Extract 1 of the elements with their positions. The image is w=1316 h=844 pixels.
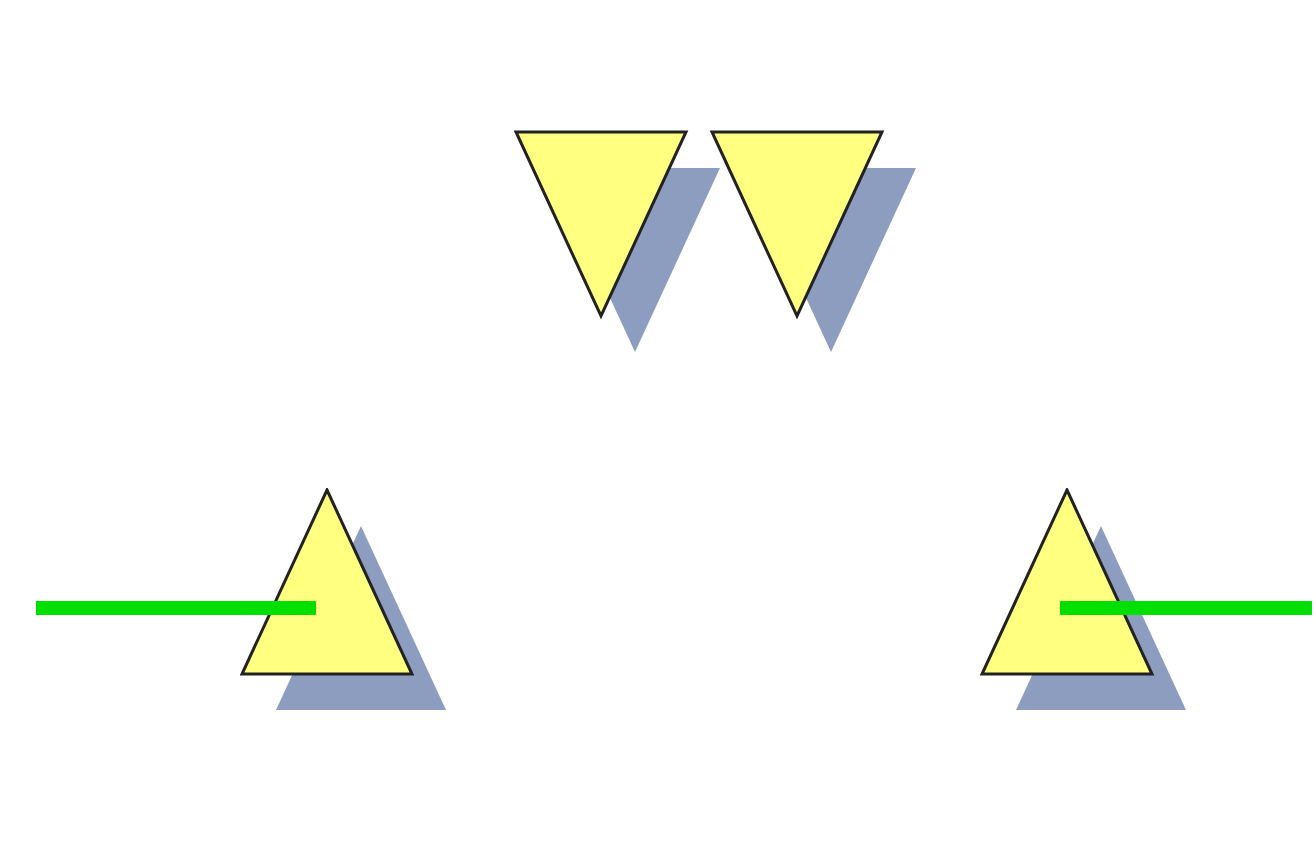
line	[1060, 601, 1312, 615]
